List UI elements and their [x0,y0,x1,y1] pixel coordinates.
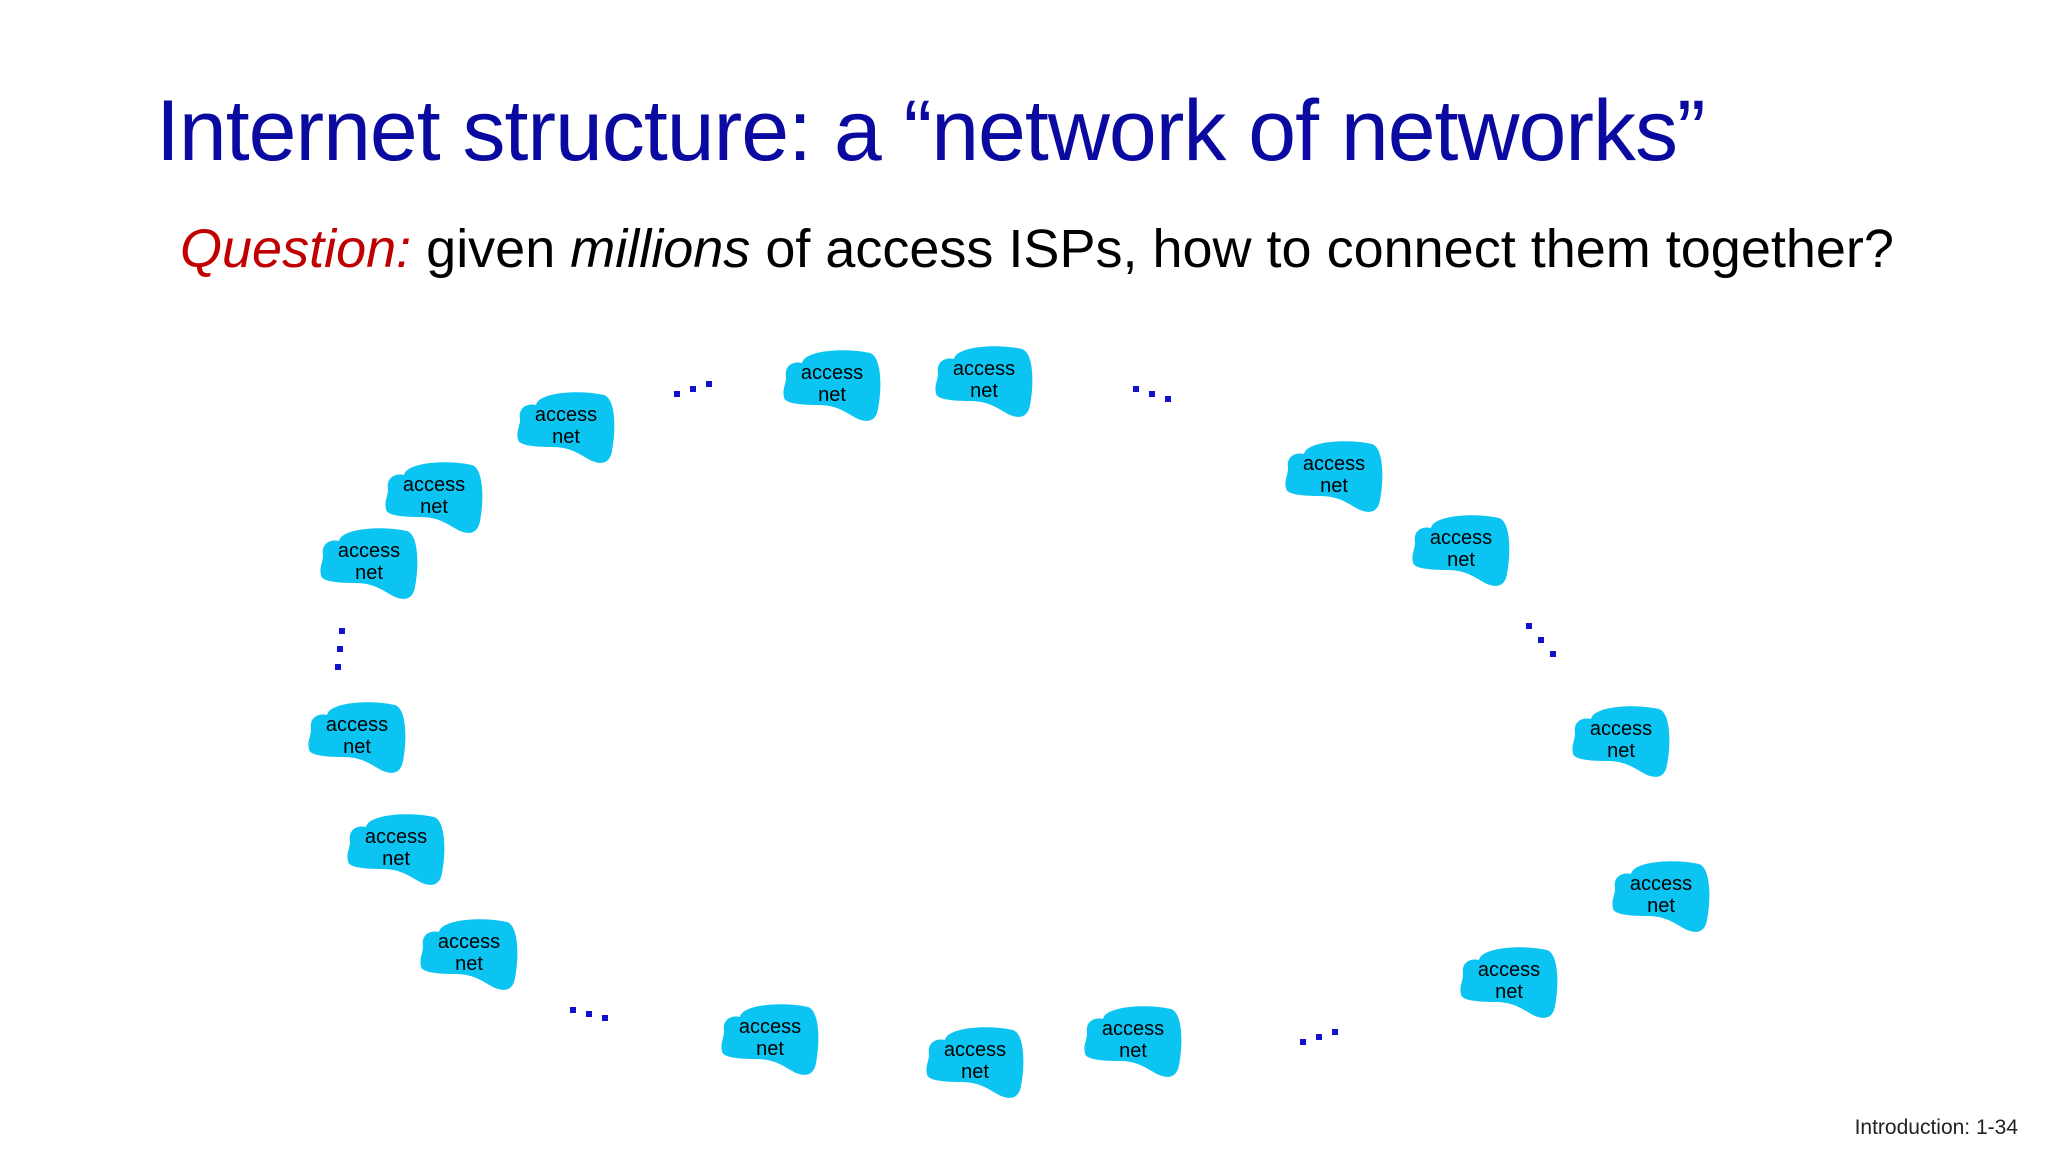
ellipsis-dots [570,1007,608,1021]
access-net-label-line1: access [801,362,863,384]
ellipsis-dot [1316,1034,1322,1040]
cloud-icon [347,814,445,885]
access-net-label-line2: net [1447,549,1475,571]
access-net-label-line2: net [455,953,483,975]
ellipsis-dots [335,628,345,670]
access-net-label-line1: access [1590,718,1652,740]
ellipsis-dot [1300,1039,1306,1045]
ellipsis-dot [339,628,345,634]
access-net-label-line2: net [1119,1040,1147,1062]
access-net-label-line1: access [1102,1018,1164,1040]
ellipsis-dot [1165,396,1171,402]
access-net-label-line2: net [756,1038,784,1060]
ellipsis-dot [586,1011,592,1017]
ellipsis-dot [690,386,696,392]
cloud-icon [1612,861,1710,932]
cloud-icon [1572,706,1670,777]
access-net-label-line2: net [961,1061,989,1083]
ellipsis-dot [1538,637,1544,643]
cloud-icon [1084,1006,1182,1077]
ellipsis-dots [1526,623,1556,657]
access-net-label-line1: access [944,1039,1006,1061]
ellipsis-dot [1149,391,1155,397]
ellipsis-dots [674,381,712,397]
cloud-icon [1460,947,1558,1018]
access-net-label-line2: net [355,562,383,584]
cloud-icon [926,1027,1024,1098]
slide-title: Internet structure: a “network of networ… [156,83,1706,179]
cloud-icon [308,702,406,773]
question-emphasis: millions [570,219,751,279]
cloud-icon [385,462,483,533]
access-net-label-line1: access [1630,873,1692,895]
ellipsis-dot [1332,1029,1338,1035]
ellipsis-dot [602,1015,608,1021]
ellipsis-dot [335,664,341,670]
access-net-label-line2: net [420,496,448,518]
question-text-1: given [426,219,556,279]
access-net-label-line2: net [1320,475,1348,497]
ellipsis-dots [1133,386,1171,402]
access-net-label-line1: access [403,474,465,496]
access-net-label-line2: net [1607,740,1635,762]
access-net-label-line2: net [552,426,580,448]
access-net-label-line2: net [1495,981,1523,1003]
question-line: Question: given millions of access ISPs,… [180,222,1894,276]
ellipsis-dot [674,391,680,397]
access-net-label-line1: access [1430,527,1492,549]
access-net-label-line2: net [970,380,998,402]
access-net-label-line2: net [382,848,410,870]
ellipsis-dot [1526,623,1532,629]
access-net-label-line1: access [739,1016,801,1038]
cloud-icon [721,1004,819,1075]
cloud-icon [783,350,881,421]
access-net-label-line2: net [1647,895,1675,917]
ellipsis-dot [570,1007,576,1013]
access-net-label-line1: access [1303,453,1365,475]
access-net-label-line2: net [818,384,846,406]
access-net-label-line1: access [535,404,597,426]
cloud-icon [320,528,418,599]
access-net-label-line2: net [343,736,371,758]
question-text-2: of access ISPs, how to connect them toge… [765,219,1894,279]
ellipsis-dot [1550,651,1556,657]
question-label: Question: [180,219,412,279]
ellipsis-dot [706,381,712,387]
ellipsis-dot [337,646,343,652]
slide-number: Introduction: 1-34 [1854,1116,2018,1139]
access-net-label-line1: access [338,540,400,562]
cloud-icon [935,346,1033,417]
access-net-label-line1: access [1478,959,1540,981]
access-net-label-line1: access [326,714,388,736]
access-net-label-line1: access [438,931,500,953]
cloud-icon [420,919,518,990]
ellipsis-dots [1300,1029,1338,1045]
cloud-icon [1285,441,1383,512]
access-net-label-line1: access [365,826,427,848]
ellipsis-dot [1133,386,1139,392]
access-net-label-line1: access [953,358,1015,380]
cloud-icon [1412,515,1510,586]
cloud-icon [517,392,615,463]
